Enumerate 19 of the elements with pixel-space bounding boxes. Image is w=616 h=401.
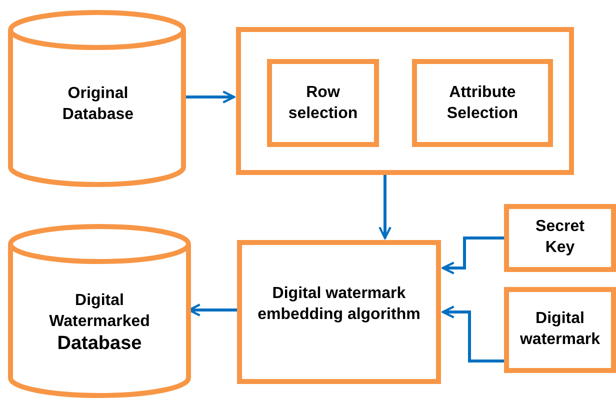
arrow <box>378 175 392 240</box>
node-label: Digital watermark <box>518 309 602 350</box>
arrow <box>186 90 236 104</box>
node-label: Digital Watermarked Database <box>48 290 151 356</box>
process-box <box>412 59 553 147</box>
database-cylinder <box>8 10 186 187</box>
node-label: Attribute Selection <box>446 83 520 124</box>
process-box <box>237 240 441 384</box>
arrow <box>442 236 504 274</box>
process-box <box>267 59 379 147</box>
process-box <box>504 204 616 272</box>
node-label: Row selection <box>287 83 359 124</box>
arrow <box>442 306 504 362</box>
node-label: Original Database <box>61 84 135 125</box>
group-box <box>236 27 574 175</box>
node-label: Secret Key <box>534 217 586 258</box>
database-cylinder <box>8 224 191 398</box>
node-label: Digital watermark embedding algorithm <box>256 284 422 325</box>
process-box <box>504 287 616 373</box>
